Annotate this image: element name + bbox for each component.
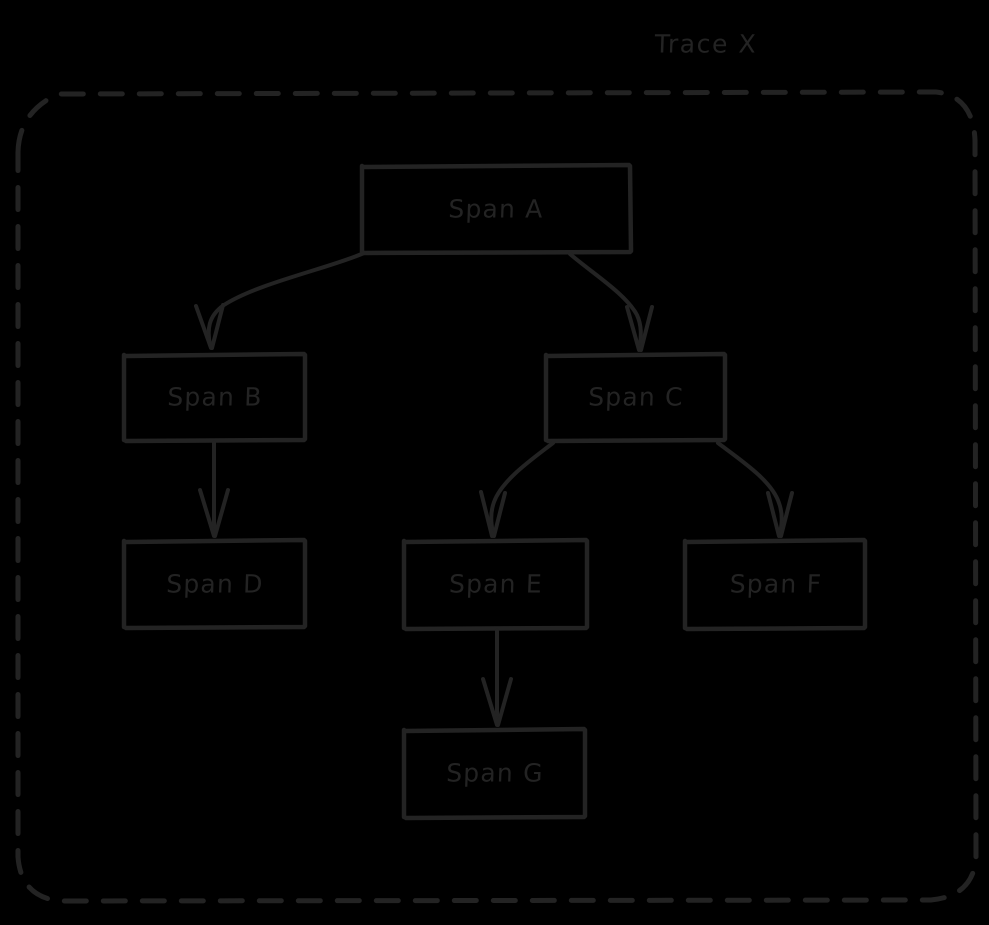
node-span-e-box[interactable] [401,537,590,632]
node-span-b-box[interactable] [121,351,308,444]
edge-a-to-b [194,251,366,350]
node-span-c-box[interactable] [543,351,728,444]
edge-c-to-e [479,441,555,538]
edge-e-to-g [481,628,513,727]
trace-boundary [15,89,979,904]
node-span-d-box[interactable] [121,537,308,631]
edge-c-to-f [716,441,794,538]
node-span-f-box[interactable] [682,537,868,632]
edge-b-to-d [198,440,230,538]
node-span-a-box[interactable] [359,162,634,256]
edge-a-to-c [568,252,654,352]
node-span-g-box[interactable] [401,726,588,821]
